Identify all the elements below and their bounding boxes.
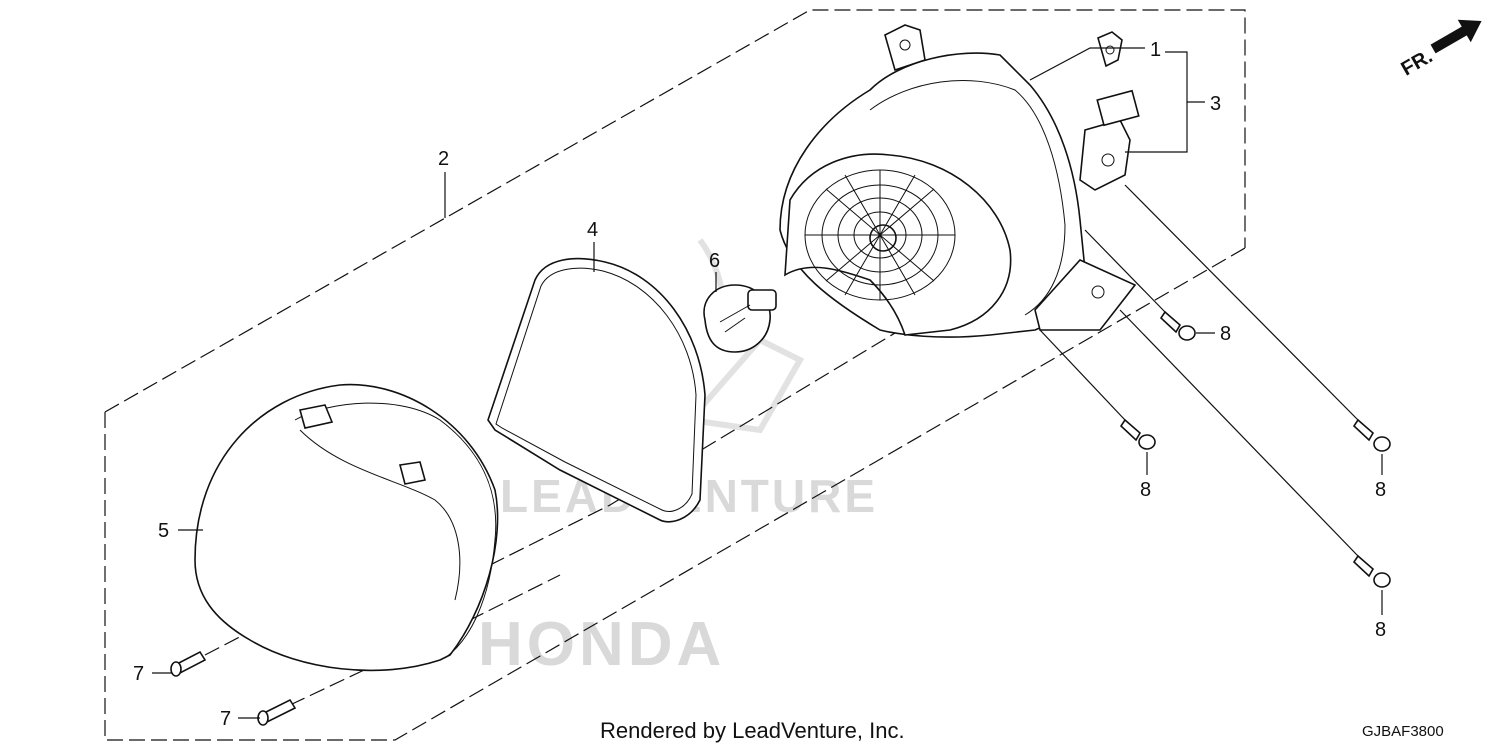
clip-part xyxy=(1097,31,1123,68)
callout-7-lower: 7 xyxy=(220,708,231,730)
screw-7-upper xyxy=(170,650,207,677)
callout-4: 4 xyxy=(587,219,598,241)
screw-8-d xyxy=(1352,554,1391,588)
callout-3: 3 xyxy=(1210,93,1221,115)
rendered-by-credit: Rendered by LeadVenture, Inc. xyxy=(600,718,905,743)
callout-1: 1 xyxy=(1150,39,1161,61)
diagram-code: GJBAF3800 xyxy=(1362,723,1444,740)
callout-8-c: 8 xyxy=(1375,479,1386,501)
front-direction-label: FR. xyxy=(1398,45,1437,80)
screw-line-8d xyxy=(1119,309,1359,557)
leader-lines xyxy=(152,47,1383,719)
callout-5: 5 xyxy=(158,520,169,542)
front-direction-indicator: FR. xyxy=(1398,19,1482,80)
callout-6: 6 xyxy=(709,250,720,272)
screw-8-b xyxy=(1119,418,1156,450)
callout-8-d: 8 xyxy=(1375,619,1386,641)
reflector xyxy=(804,169,956,301)
center-axis-line xyxy=(469,329,901,576)
screw-7-lower xyxy=(257,698,297,726)
watermark-maker: HONDA xyxy=(478,610,725,679)
front-arrow-icon xyxy=(1430,19,1482,54)
headlight-housing xyxy=(779,24,1140,338)
screw-line-8b xyxy=(1039,329,1126,421)
screw-line-8c xyxy=(1124,184,1359,421)
callout-8-b: 8 xyxy=(1140,479,1151,501)
screw-line-8a xyxy=(1084,229,1166,313)
callout-8-a: 8 xyxy=(1220,323,1231,345)
screw-8-c xyxy=(1352,418,1391,452)
headlight-lens xyxy=(194,383,499,672)
seal-ring xyxy=(487,257,706,523)
assembly-boundary xyxy=(104,9,1246,741)
callout-7-upper: 7 xyxy=(133,663,144,685)
bulb xyxy=(703,284,777,353)
callout-2: 2 xyxy=(438,148,449,170)
screw-8-a xyxy=(1159,310,1196,341)
